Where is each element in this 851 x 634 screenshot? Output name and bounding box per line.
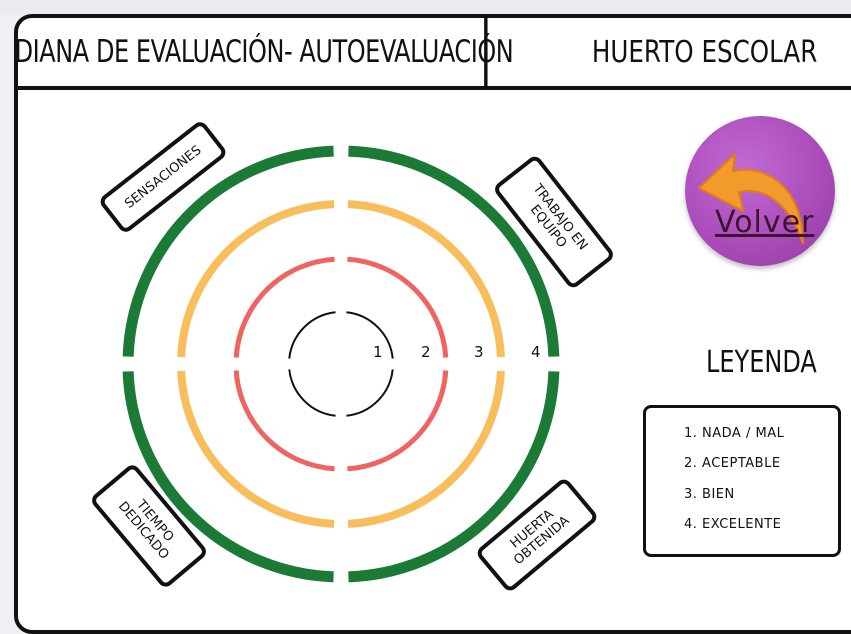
legend-box: 1. NADA / MAL 2. ACEPTABLE 3. BIEN 4. EX… <box>643 405 841 557</box>
header-row: DIANA DE EVALUACIÓN- AUTOEVALUACIÓN HUER… <box>18 18 851 90</box>
ring-2-bottom-left-arc[interactable] <box>233 370 335 472</box>
volver-label[interactable]: Volver <box>715 205 815 240</box>
ring-3-top-right-arc[interactable] <box>347 200 505 358</box>
ring-number-1: 1 <box>373 343 383 361</box>
ring-number-3: 3 <box>474 343 484 361</box>
page-title: DIANA DE EVALUACIÓN- AUTOEVALUACIÓN <box>18 18 514 86</box>
ring-1-top-right-arc[interactable] <box>346 311 394 359</box>
subject-title: HUERTO ESCOLAR <box>591 34 818 70</box>
evaluation-target <box>122 145 560 583</box>
legend-title: LEYENDA <box>706 345 817 380</box>
back-arrow-icon <box>697 151 804 245</box>
ring-3-bottom-right-arc[interactable] <box>347 370 505 528</box>
legend-item: 2. ACEPTABLE <box>684 456 781 471</box>
ring-number-4: 4 <box>531 343 541 361</box>
legend-item: 3. BIEN <box>684 487 735 502</box>
ring-2-top-left-arc[interactable] <box>233 256 335 358</box>
browser-top-strip <box>0 0 851 14</box>
ring-4-top-left-arc[interactable] <box>122 145 334 357</box>
ring-3-top-left-arc[interactable] <box>177 200 335 358</box>
legend-item: 4. EXCELENTE <box>684 517 782 532</box>
ring-1-bottom-right-arc[interactable] <box>346 369 394 417</box>
ring-3-bottom-left-arc[interactable] <box>177 370 335 528</box>
ring-4-bottom-left-arc[interactable] <box>122 371 334 583</box>
ring-1-bottom-left-arc[interactable] <box>288 369 336 417</box>
ring-4-bottom-right-arc[interactable] <box>348 371 560 583</box>
ring-2-bottom-right-arc[interactable] <box>347 370 449 472</box>
volver-button[interactable] <box>685 116 835 266</box>
ring-2-top-right-arc[interactable] <box>347 256 449 358</box>
ring-number-2: 2 <box>421 343 431 361</box>
ring-4-top-right-arc[interactable] <box>348 145 560 357</box>
ring-1-top-left-arc[interactable] <box>288 311 336 359</box>
legend-item: 1. NADA / MAL <box>684 426 785 441</box>
